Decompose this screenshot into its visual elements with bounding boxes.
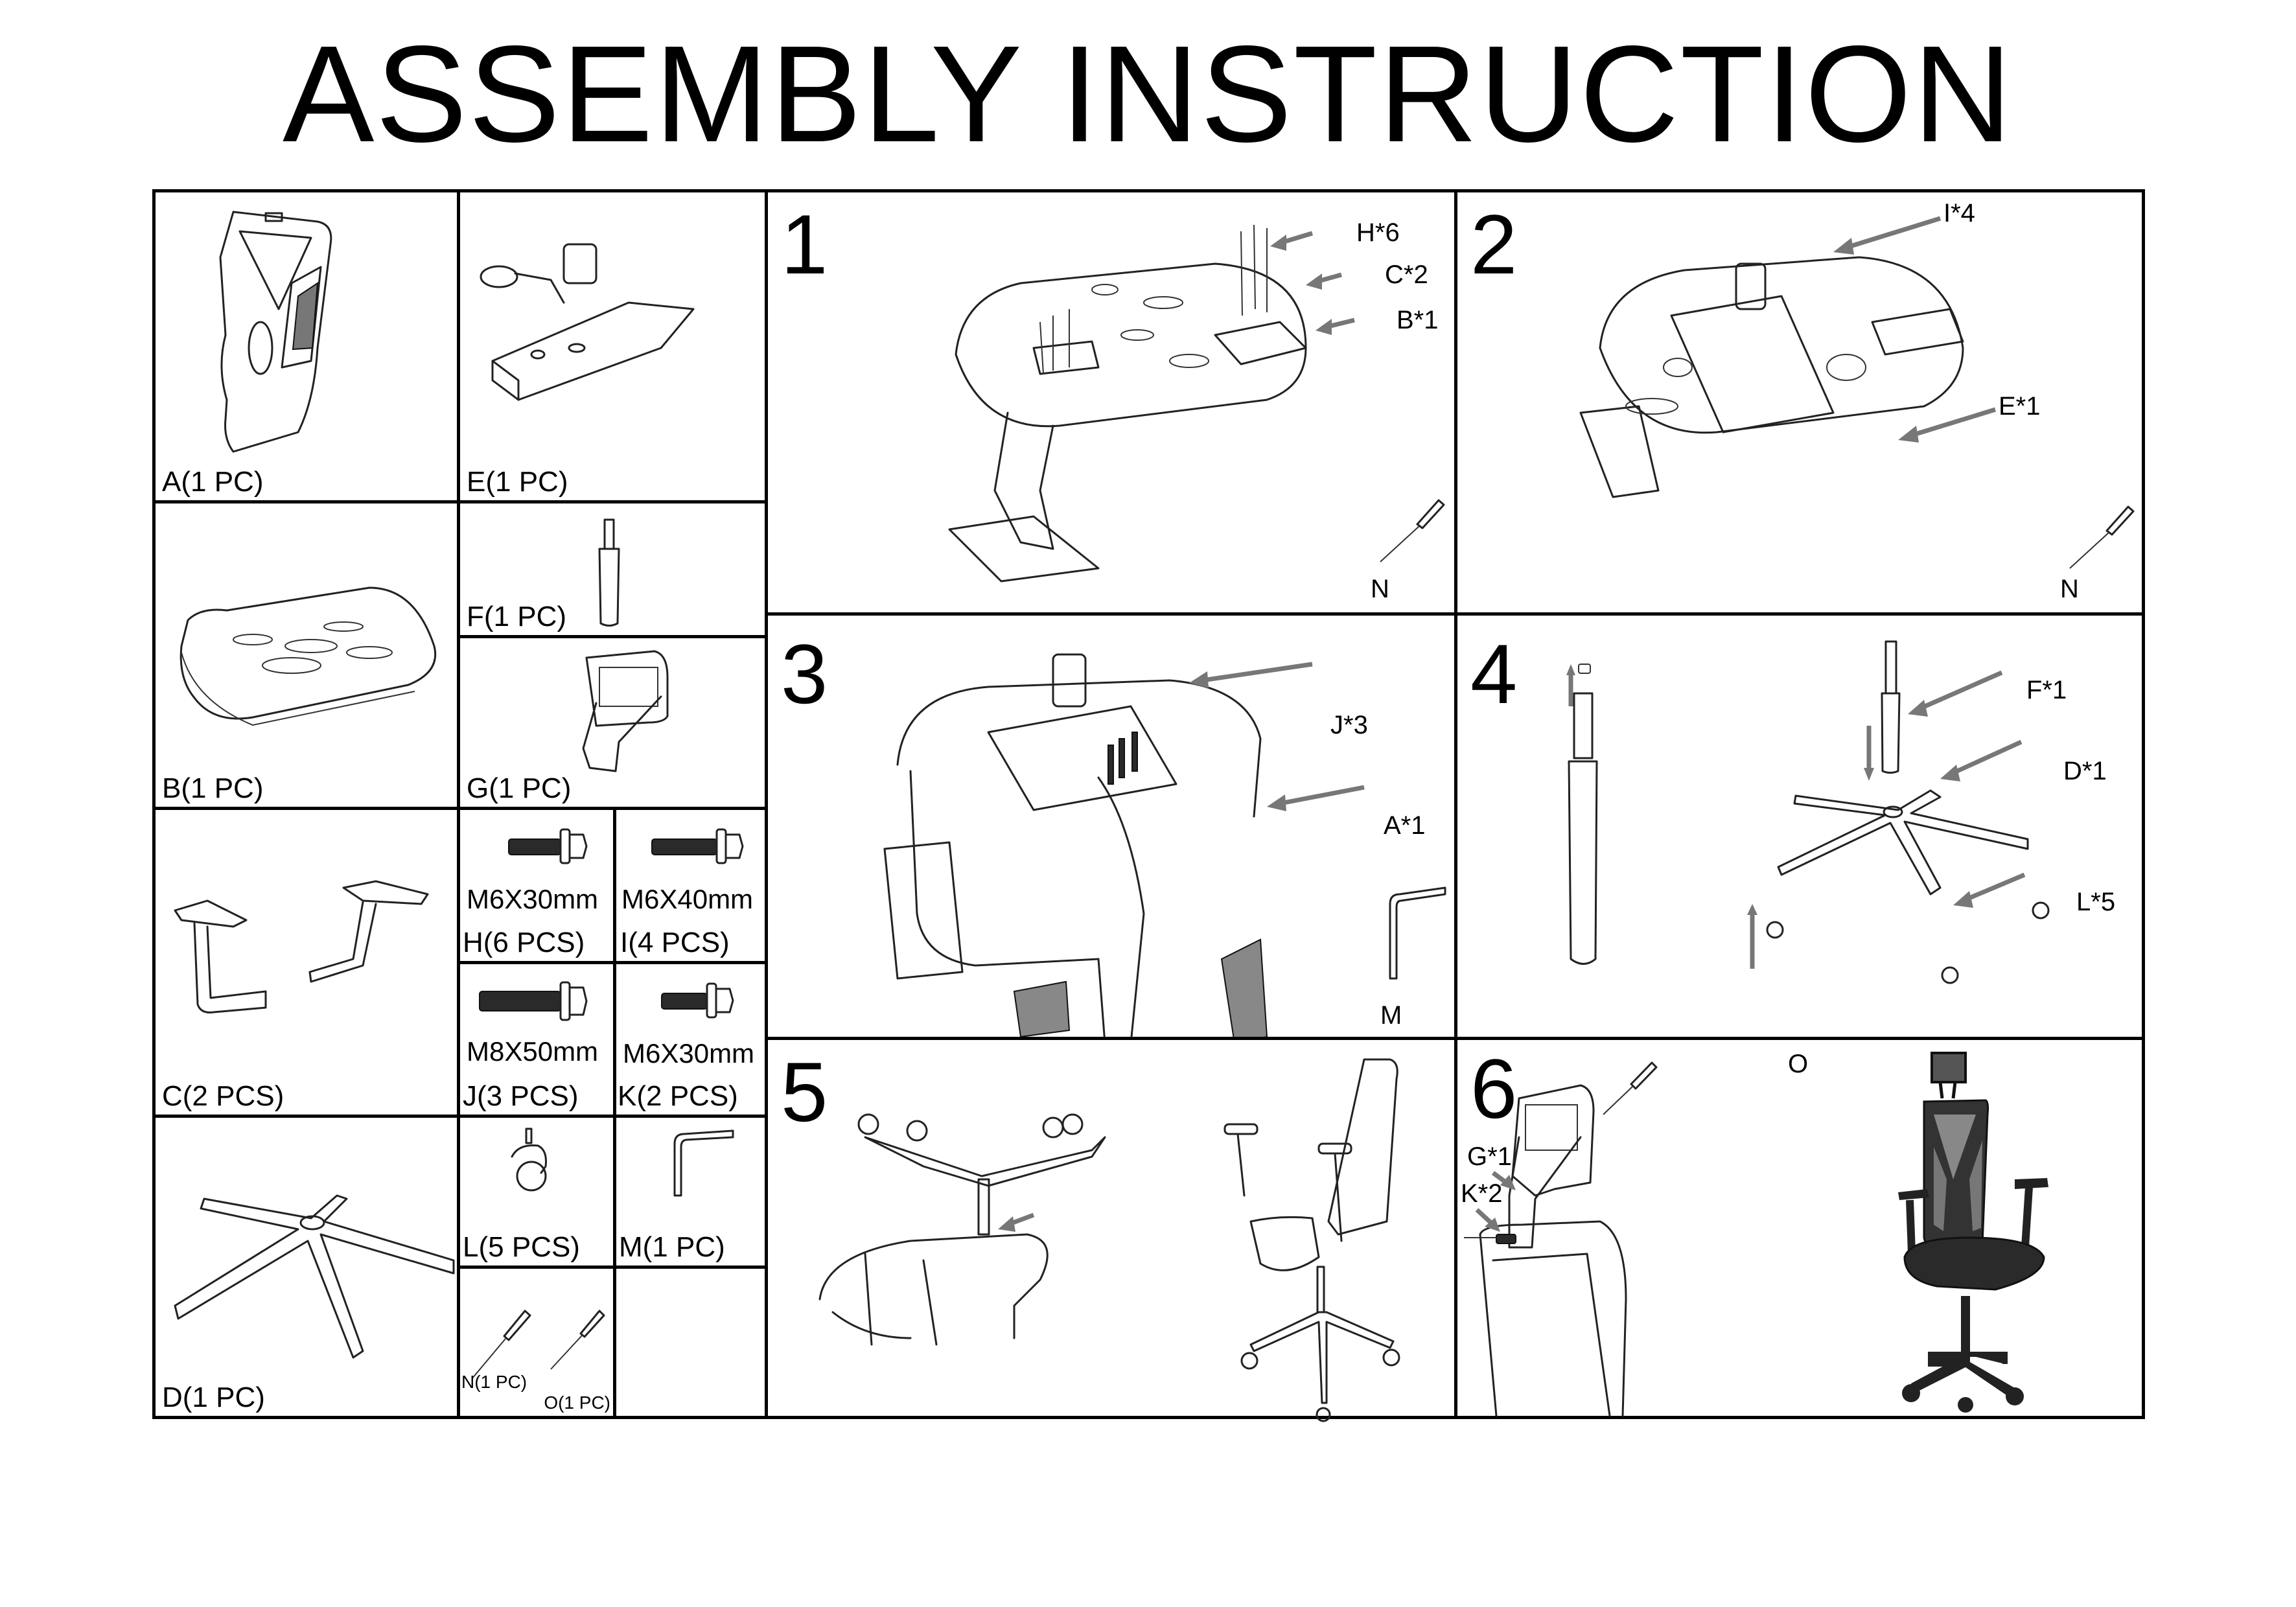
step-number-5: 5	[781, 1045, 828, 1139]
callout-f1: F*1	[2026, 676, 2067, 704]
step-number-6: 6	[1470, 1041, 1518, 1136]
part-label-f: F(1 PC)	[467, 601, 566, 632]
part-label-e: E(1 PC)	[467, 466, 568, 498]
part-cell-i: M6X40mm I(4 PCS)	[613, 807, 768, 964]
step-number-3: 3	[781, 627, 828, 721]
backrest-illustration	[219, 211, 332, 453]
callout-d1: D*1	[2063, 757, 2107, 785]
part-label-a: A(1 PC)	[162, 466, 264, 498]
step-number-2: 2	[1470, 197, 1518, 292]
callout-i4: I*4	[1943, 199, 1975, 227]
bolt-j-illustration	[479, 981, 588, 1021]
step-6: 6 G*1 K*2 O	[1454, 1037, 2145, 1419]
part-spec-i: M6X40mm	[621, 884, 754, 914]
step-5: 5	[765, 1037, 1457, 1422]
part-label-k: K(2 PCS)	[618, 1080, 738, 1112]
part-spec-j: M8X50mm	[467, 1036, 599, 1067]
callout-b1: B*1	[1397, 306, 1439, 334]
callout-k2: K*2	[1461, 1179, 1503, 1208]
step-1-arrows	[1270, 231, 1355, 335]
part-label-l: L(5 PCS)	[463, 1231, 580, 1263]
part-cell-j: M8X50mm J(3 PCS)	[457, 961, 616, 1118]
part-cell-m: M(1 PC)	[613, 1115, 768, 1269]
part-label-h: H(6 PCS)	[463, 927, 585, 958]
part-label-i: I(4 PCS)	[620, 927, 730, 958]
part-label-g: G(1 PC)	[467, 772, 572, 804]
step-2-arrows	[1833, 216, 1997, 443]
part-label-o: O(1 PC)	[544, 1393, 610, 1413]
step-3: 3 J*3 A*1 M	[765, 612, 1457, 1045]
tool-label-n: N	[1371, 575, 1389, 603]
screwdriver-icon	[2069, 505, 2135, 569]
finished-chair-image	[1898, 1052, 2048, 1413]
part-cell-c: C(2 PCS)	[152, 807, 460, 1118]
step-number-1: 1	[781, 197, 828, 292]
tool-label-n: N	[2060, 575, 2079, 603]
gas-lift-illustration	[598, 518, 620, 627]
step-6-illustration	[1464, 1061, 1658, 1417]
step-1-illustration	[948, 224, 1307, 583]
screwdriver-n-icon	[471, 1310, 531, 1380]
page-title: ASSEMBLY INSTRUCTION	[283, 17, 2013, 170]
step-4: 4 F*1 D*1 L*5	[1454, 612, 2145, 1040]
part-spec-k: M6X30mm	[623, 1038, 755, 1069]
seat-illustration	[180, 586, 437, 726]
callout-a1: A*1	[1384, 811, 1426, 840]
allen-key-illustration	[673, 1129, 734, 1197]
part-label-c: C(2 PCS)	[162, 1080, 284, 1112]
bolt-i-illustration	[651, 828, 744, 864]
callout-e1: E*1	[1999, 392, 2041, 421]
part-cell-e: E(1 PC)	[457, 189, 768, 503]
bolt-h-illustration	[508, 828, 588, 864]
step-3-arrows	[1189, 662, 1365, 811]
allen-key-icon	[1389, 886, 1446, 980]
part-cell-k: M6X30mm K(2 PCS)	[613, 961, 768, 1118]
callout-g1: G*1	[1467, 1142, 1512, 1171]
headrest-illustration	[582, 650, 669, 772]
callout-c2: C*2	[1385, 260, 1428, 289]
part-cell-b: B(1 PC)	[152, 500, 460, 810]
caster-illustration	[511, 1127, 547, 1192]
armrest-illustration	[174, 880, 429, 1013]
part-label-n: N(1 PC)	[461, 1372, 528, 1392]
part-label-m: M(1 PC)	[619, 1231, 725, 1263]
mechanism-illustration	[480, 243, 695, 401]
part-cell-f: F(1 PC)	[457, 500, 768, 638]
tool-label-m: M	[1380, 1001, 1402, 1030]
step-4-illustration	[1566, 640, 2050, 984]
part-cell-d: D(1 PC)	[152, 1115, 460, 1419]
bolt-k-illustration	[661, 982, 734, 1019]
part-cell-h: M6X30mm H(6 PCS)	[457, 807, 616, 964]
part-cell-a: A(1 PC)	[152, 189, 460, 503]
part-cell-empty	[613, 1266, 768, 1419]
part-cell-g: G(1 PC)	[457, 635, 768, 810]
step-5-illustration	[818, 1058, 1400, 1422]
base-illustration	[174, 1194, 455, 1359]
part-label-d: D(1 PC)	[162, 1382, 265, 1413]
callout-l5: L*5	[2076, 888, 2116, 916]
step-2-illustration	[1579, 256, 1964, 498]
part-cell-n-o: N(1 PC) O(1 PC)	[457, 1266, 616, 1419]
screwdriver-o-icon	[550, 1310, 605, 1370]
part-cell-l: L(5 PCS)	[457, 1115, 616, 1269]
part-spec-h: M6X30mm	[467, 884, 599, 914]
tool-label-o: O	[1788, 1050, 1809, 1078]
callout-j3: J*3	[1330, 711, 1368, 739]
step-1: 1 H*6 C*2 B*1 N	[765, 189, 1457, 616]
callout-h6: H*6	[1356, 218, 1400, 247]
step-3-illustration	[883, 653, 1268, 1045]
step-2: 2 I*4 E*1 N	[1454, 189, 2145, 616]
part-label-b: B(1 PC)	[162, 772, 264, 804]
part-label-j: J(3 PCS)	[463, 1080, 579, 1112]
step-number-4: 4	[1470, 627, 1518, 721]
screwdriver-icon	[1380, 499, 1445, 562]
